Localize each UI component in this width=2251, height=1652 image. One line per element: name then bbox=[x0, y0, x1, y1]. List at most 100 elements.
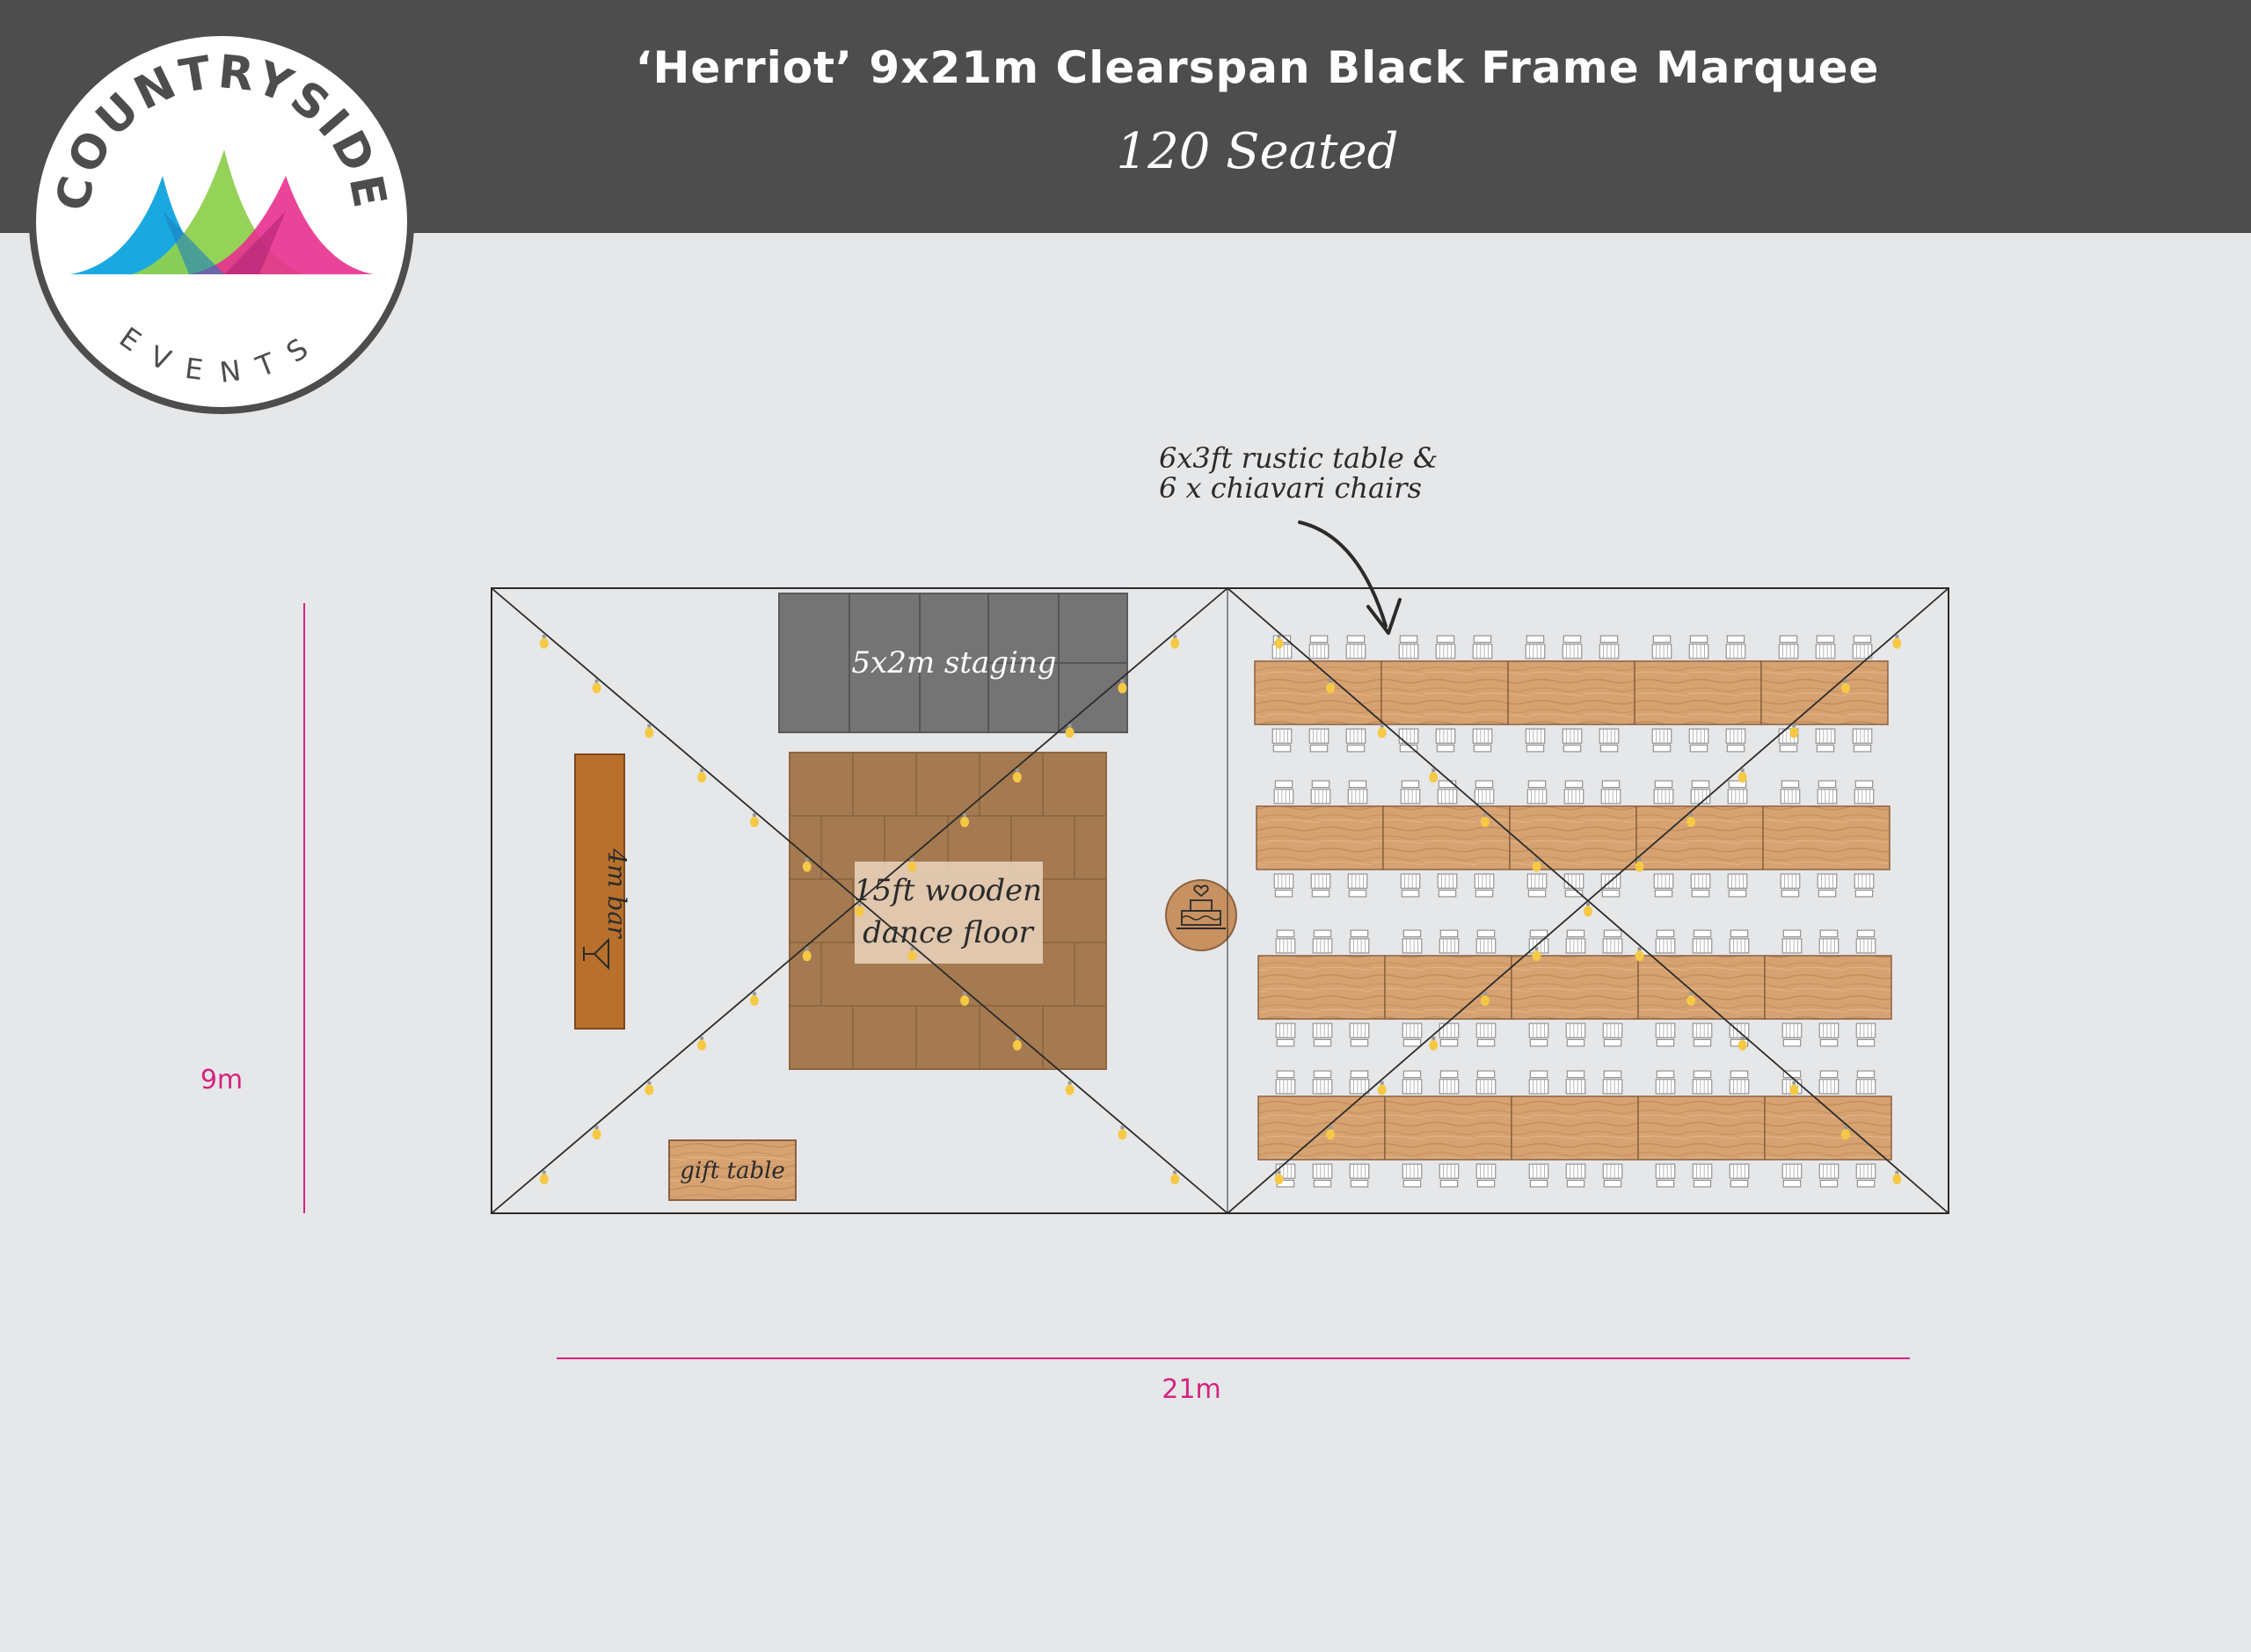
chiavari-chair-icon bbox=[1688, 635, 1709, 659]
chiavari-chair-icon bbox=[1599, 635, 1620, 659]
chiavari-chair-icon bbox=[1780, 780, 1801, 804]
rustic-table bbox=[1511, 1095, 1639, 1161]
rustic-table bbox=[1254, 660, 1382, 725]
chiavari-chair-icon bbox=[1653, 780, 1674, 804]
rustic-table-setting bbox=[1384, 929, 1512, 1047]
rustic-table bbox=[1760, 660, 1889, 725]
chiavari-chair-icon bbox=[1402, 1163, 1423, 1188]
chiavari-chair-icon bbox=[1347, 873, 1368, 898]
chiavari-chair-icon bbox=[1308, 635, 1329, 659]
rustic-table bbox=[1382, 805, 1511, 870]
chiavari-chair-icon bbox=[1526, 873, 1548, 898]
rustic-table-setting bbox=[1764, 929, 1892, 1047]
chiavari-chair-icon bbox=[1818, 1070, 1839, 1095]
chiavari-chair-icon bbox=[1781, 1163, 1803, 1188]
rustic-table bbox=[1764, 1095, 1892, 1161]
rustic-table-setting bbox=[1380, 635, 1509, 753]
chiavari-chair-icon bbox=[1817, 873, 1838, 898]
chiavari-chair-icon bbox=[1817, 780, 1838, 804]
chiavari-chair-icon bbox=[1528, 1070, 1549, 1095]
chiavari-chair-icon bbox=[1275, 1070, 1296, 1095]
rustic-table-setting bbox=[1637, 929, 1766, 1047]
rustic-table bbox=[1380, 660, 1509, 725]
rustic-table-setting bbox=[1257, 1070, 1386, 1188]
chiavari-chair-icon bbox=[1781, 929, 1803, 954]
chiavari-chair-icon bbox=[1600, 780, 1621, 804]
chiavari-chair-icon bbox=[1818, 929, 1839, 954]
chiavari-chair-icon bbox=[1653, 873, 1674, 898]
chiavari-chair-icon bbox=[1271, 728, 1293, 753]
rustic-table-setting bbox=[1257, 929, 1386, 1047]
rustic-table-setting bbox=[1634, 635, 1762, 753]
rustic-table bbox=[1764, 955, 1892, 1020]
rustic-table-setting bbox=[1507, 635, 1635, 753]
chiavari-chair-icon bbox=[1688, 728, 1709, 753]
chiavari-chair-icon bbox=[1310, 780, 1331, 804]
rustic-table bbox=[1634, 660, 1762, 725]
dance-floor-label-line1: 15ft wooden bbox=[854, 873, 1042, 908]
chiavari-chair-icon bbox=[1345, 635, 1366, 659]
rustic-table bbox=[1507, 660, 1635, 725]
chiavari-chair-icon bbox=[1602, 1163, 1623, 1188]
chiavari-chair-icon bbox=[1781, 1022, 1803, 1047]
chiavari-chair-icon bbox=[1602, 1022, 1623, 1047]
chiavari-chair-icon bbox=[1528, 1163, 1549, 1188]
chiavari-chair-icon bbox=[1565, 929, 1586, 954]
rustic-table-setting bbox=[1762, 780, 1890, 898]
rustic-table-setting bbox=[1511, 929, 1639, 1047]
chiavari-chair-icon bbox=[1692, 1163, 1713, 1188]
gift-table: gift table bbox=[668, 1139, 797, 1201]
chiavari-chair-icon bbox=[1600, 873, 1621, 898]
bar-label: 4m bar bbox=[602, 848, 631, 939]
chiavari-chair-icon bbox=[1439, 1070, 1460, 1095]
dance-floor-label-line2: dance floor bbox=[863, 915, 1035, 950]
rustic-table bbox=[1511, 955, 1639, 1020]
chiavari-chair-icon bbox=[1692, 1022, 1713, 1047]
chiavari-chair-icon bbox=[1275, 1022, 1296, 1047]
dance-floor: 15ft wooden dance floor bbox=[789, 752, 1107, 1070]
chiavari-chair-icon bbox=[1349, 1022, 1370, 1047]
rustic-table-setting bbox=[1635, 780, 1764, 898]
chiavari-chair-icon bbox=[1525, 635, 1546, 659]
chiavari-chair-icon bbox=[1692, 929, 1713, 954]
chiavari-chair-icon bbox=[1437, 873, 1458, 898]
rustic-table bbox=[1762, 805, 1890, 870]
rustic-table bbox=[1509, 805, 1637, 870]
chiavari-chair-icon bbox=[1855, 1022, 1876, 1047]
height-dimension-label: 9m bbox=[200, 1065, 243, 1095]
rustic-table bbox=[1637, 955, 1766, 1020]
chiavari-chair-icon bbox=[1402, 929, 1423, 954]
page-subtitle: 120 Seated bbox=[1116, 123, 1399, 180]
rustic-table bbox=[1257, 955, 1386, 1020]
frame-diagonals bbox=[491, 587, 1949, 1214]
chiavari-chair-icon bbox=[1599, 728, 1620, 753]
chiavari-chair-icon bbox=[1818, 1022, 1839, 1047]
chiavari-chair-icon bbox=[1312, 1163, 1333, 1188]
chiavari-chair-icon bbox=[1349, 1070, 1370, 1095]
chiavari-chair-icon bbox=[1727, 780, 1748, 804]
chiavari-chair-icon bbox=[1435, 635, 1456, 659]
chiavari-chair-icon bbox=[1475, 1070, 1497, 1095]
bar: 4m bar bbox=[574, 753, 631, 1030]
chiavari-chair-icon bbox=[1435, 728, 1456, 753]
chiavari-chair-icon bbox=[1349, 929, 1370, 954]
chiavari-chair-icon bbox=[1398, 635, 1419, 659]
rustic-table-setting bbox=[1760, 635, 1889, 753]
chiavari-chair-icon bbox=[1565, 1163, 1586, 1188]
chiavari-chair-icon bbox=[1690, 780, 1711, 804]
rustic-table bbox=[1257, 1095, 1386, 1161]
chiavari-chair-icon bbox=[1475, 1163, 1497, 1188]
chiavari-chair-icon bbox=[1472, 728, 1493, 753]
rustic-table-setting bbox=[1384, 1070, 1512, 1188]
dining-area bbox=[1254, 635, 1892, 1188]
width-dimension-label: 21m bbox=[1162, 1374, 1220, 1405]
chiavari-chair-icon bbox=[1275, 929, 1296, 954]
staging-label: 5x2m staging bbox=[851, 645, 1056, 680]
rustic-table-setting bbox=[1256, 780, 1384, 898]
table-annotation: 6x3ft rustic table & 6 x chiavari chairs bbox=[1159, 441, 1438, 635]
chiavari-chair-icon bbox=[1308, 728, 1329, 753]
chiavari-chair-icon bbox=[1525, 728, 1546, 753]
rustic-table-setting bbox=[1382, 780, 1511, 898]
chiavari-chair-icon bbox=[1854, 780, 1875, 804]
